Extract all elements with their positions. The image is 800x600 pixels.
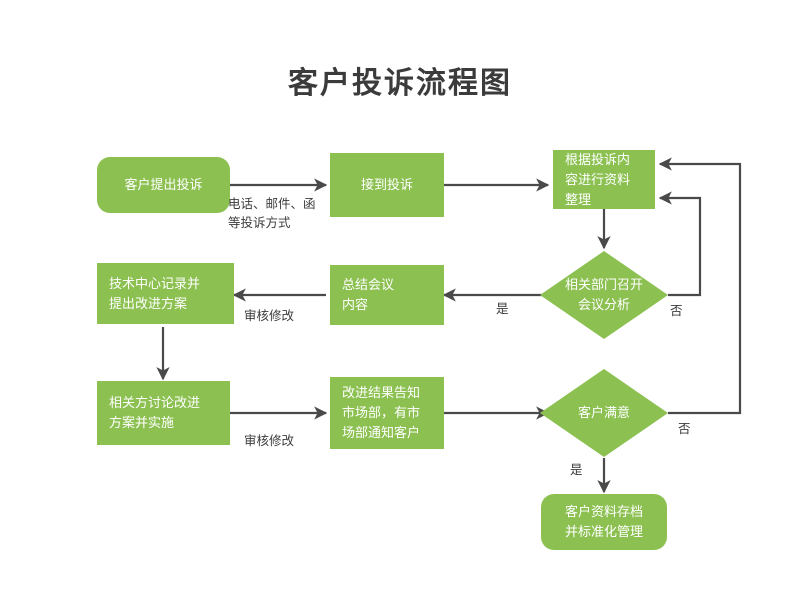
node-parties-discuss-implement[interactable]: 相关方讨论改进 方案并实施 (97, 381, 230, 445)
edge-d2-no-to-n3 (658, 157, 742, 415)
edge-label-satisfied-no: 否 (678, 422, 691, 436)
edge-label-review-revise-lower: 审核修改 (244, 434, 295, 448)
decision-label: 相关部门召开 会议分析 (564, 277, 643, 312)
node-notify-market-department[interactable]: 改进结果告知 市场部，有市 场部通知客户 (330, 377, 444, 449)
page-title: 客户投诉流程图 (288, 67, 512, 100)
decision-customer-satisfied[interactable]: 客户满意 (540, 369, 668, 457)
node-summarize-meeting[interactable]: 总结会议 内容 (330, 265, 444, 325)
edge-label-satisfied-yes: 是 (570, 463, 583, 477)
node-organize-materials[interactable]: 根据投诉内 容进行资料 整理 (553, 150, 655, 209)
node-archive-customer-data[interactable]: 客户资料存档 并标准化管理 (541, 494, 667, 550)
node-tech-center-record[interactable]: 技术中心记录并 提出改进方案 (97, 263, 234, 324)
node-customer-files-complaint[interactable]: 客户提出投诉 (97, 157, 230, 213)
edge-label-review-revise-upper: 审核修改 (244, 309, 295, 323)
decision-label: 客户满意 (577, 405, 630, 420)
edge-label-meeting-no: 否 (670, 304, 683, 318)
decision-departments-meeting[interactable]: 相关部门召开 会议分析 (540, 251, 668, 339)
node-complaint-received[interactable]: 接到投诉 (330, 153, 444, 217)
edge-d1-no-to-n3 (658, 191, 702, 297)
edge-label-meeting-yes: 是 (496, 302, 509, 316)
edge-label-complaint-channels: 电话、邮件、函 等投诉方式 (228, 197, 316, 230)
